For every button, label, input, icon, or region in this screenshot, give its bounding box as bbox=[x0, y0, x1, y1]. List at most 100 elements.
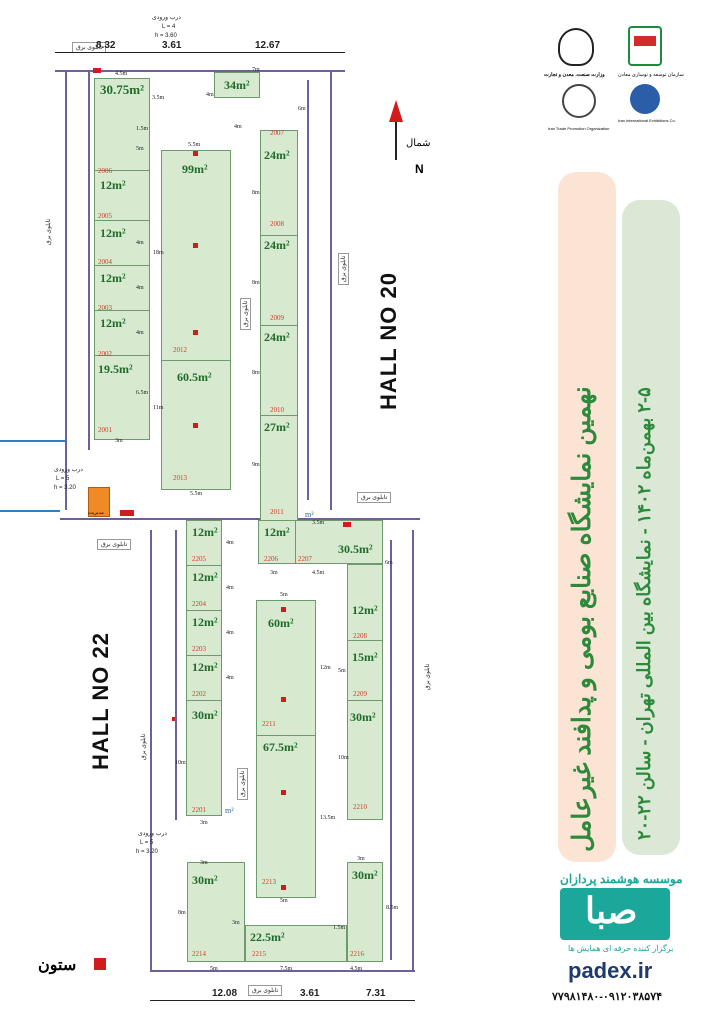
dimension-label: 4m bbox=[226, 540, 234, 546]
wall-line bbox=[412, 530, 414, 970]
north-arrow-shaft bbox=[395, 122, 397, 160]
booth[interactable] bbox=[186, 520, 222, 816]
exhibitions-logo-icon bbox=[630, 84, 660, 114]
booth-area: 67.5m² bbox=[263, 740, 298, 754]
electrical-panel-label: تابلوی برق bbox=[240, 297, 251, 330]
booth-area: 12m² bbox=[100, 316, 126, 330]
dimension-label: 8m bbox=[252, 370, 260, 376]
dimension-label: 4.5m bbox=[312, 570, 325, 576]
organizer-phone: ۷۷۹۸۱۴۸۰-۰۹۱۲۰۳۸۵۷۴ bbox=[552, 991, 663, 1003]
booth-number: 2001 bbox=[98, 426, 112, 434]
organizer-brand: صبا bbox=[585, 890, 638, 931]
booth-area: 30m² bbox=[192, 873, 218, 887]
booth-area: 60m² bbox=[268, 616, 294, 630]
event-title-panel bbox=[558, 172, 616, 862]
booth-area: 12m² bbox=[100, 226, 126, 240]
dimension-label: 4.5m bbox=[115, 71, 128, 77]
booth-area: 60.5m² bbox=[177, 370, 212, 384]
dimension-label: 7.5m bbox=[280, 966, 293, 972]
booth-number: 2010 bbox=[270, 406, 284, 414]
pillar bbox=[281, 697, 286, 702]
booth-number: 2202 bbox=[192, 690, 206, 698]
booth-divider bbox=[186, 655, 222, 656]
electrical-panel-label: تابلوی برق bbox=[46, 218, 52, 245]
dimension-label: 3.5m bbox=[152, 95, 165, 101]
dimension-label: 1.5m bbox=[136, 126, 149, 132]
dimension-label: 1.5m bbox=[333, 925, 346, 931]
booth[interactable] bbox=[161, 150, 231, 490]
electrical-panel-label: تابلوی برق bbox=[237, 767, 248, 800]
booth-number: 2008 bbox=[270, 220, 284, 228]
booth-divider bbox=[186, 565, 222, 566]
booth-number: 2207 bbox=[298, 555, 312, 563]
wall-line bbox=[175, 530, 177, 820]
booth[interactable] bbox=[347, 564, 383, 820]
dimension-label: 4m bbox=[136, 240, 144, 246]
dimension-label: 3m bbox=[357, 856, 365, 862]
booth-area: 27m² bbox=[264, 420, 290, 434]
dimension-label: 5m bbox=[280, 592, 288, 598]
dimension-label: 10m bbox=[175, 760, 186, 766]
organizer-site[interactable]: padex.ir bbox=[568, 958, 653, 983]
dimension-label: 11m bbox=[153, 405, 164, 411]
wall-line bbox=[150, 530, 152, 970]
hall-22-title: HALL NO 22 bbox=[88, 632, 113, 770]
wall-line bbox=[55, 70, 345, 72]
booth-area: 30m² bbox=[192, 708, 218, 722]
pillar bbox=[281, 885, 286, 890]
booth[interactable] bbox=[258, 520, 383, 564]
event-subtitle: ۲-۵ بهمن‌ماه ۱۴۰۲ - نمایشگاه بین المللی … bbox=[634, 387, 654, 840]
management-label: مدیریت bbox=[88, 510, 104, 516]
booth[interactable] bbox=[214, 72, 260, 98]
trade-org-name: Iran Trade Promotion Organization bbox=[548, 126, 610, 131]
pillar bbox=[281, 607, 286, 612]
booth[interactable] bbox=[260, 130, 298, 525]
booth[interactable] bbox=[256, 600, 316, 898]
electrical-panel-label: تابلوی برق bbox=[357, 492, 392, 503]
booth-divider bbox=[256, 735, 316, 736]
entrance-width: L = 5 bbox=[56, 476, 70, 482]
mining-org-logo-icon bbox=[628, 26, 662, 66]
wall-line bbox=[307, 80, 309, 500]
booth[interactable] bbox=[347, 862, 383, 962]
dimension-line bbox=[55, 52, 345, 53]
dimension-label: 3.5m bbox=[312, 520, 325, 526]
booth-area: 15m² bbox=[352, 650, 378, 664]
booth-area: 12m² bbox=[192, 525, 218, 539]
booth-number: 2209 bbox=[353, 690, 367, 698]
water-line bbox=[0, 440, 66, 442]
booth-area: 99m² bbox=[182, 162, 208, 176]
booth-number: 2007 bbox=[270, 129, 284, 137]
booth[interactable] bbox=[245, 925, 347, 962]
booth-area: 22.5m² bbox=[250, 930, 285, 944]
trade-org-logo-icon bbox=[562, 84, 596, 118]
booth-area: 30m² bbox=[350, 710, 376, 724]
total-width: 7.31 bbox=[366, 988, 386, 999]
booth-area: 12m² bbox=[264, 525, 290, 539]
dimension-label: 9m bbox=[252, 462, 260, 468]
booth-area: 19.5m² bbox=[98, 362, 133, 376]
dimension-label: 4m bbox=[226, 585, 234, 591]
booth[interactable] bbox=[187, 862, 245, 962]
booth-number: 2012 bbox=[173, 346, 187, 354]
booth-area: 12m² bbox=[100, 271, 126, 285]
booth-divider bbox=[94, 310, 150, 311]
booth-area: 12m² bbox=[352, 603, 378, 617]
entrance-height: h = 3.20 bbox=[136, 849, 158, 855]
electrical-panel-label: تابلوی برق bbox=[425, 663, 431, 690]
dimension-label: 3m bbox=[200, 860, 208, 866]
north-label-fa: شمال bbox=[406, 138, 431, 149]
booth-number: 2005 bbox=[98, 212, 112, 220]
booth-area: 12m² bbox=[192, 570, 218, 584]
booth[interactable] bbox=[94, 78, 150, 440]
north-label: N bbox=[415, 162, 424, 176]
wall-line bbox=[390, 540, 392, 960]
booth-number: 2013 bbox=[173, 474, 187, 482]
dimension-label: 7m bbox=[252, 67, 260, 73]
entrance-width: L = 4 bbox=[162, 24, 176, 30]
booth-number: 2216 bbox=[350, 950, 364, 958]
wall-line bbox=[65, 70, 67, 510]
electrical-panel-label: تابلوی برق bbox=[248, 985, 283, 996]
dimension-label: 5m bbox=[210, 966, 218, 972]
